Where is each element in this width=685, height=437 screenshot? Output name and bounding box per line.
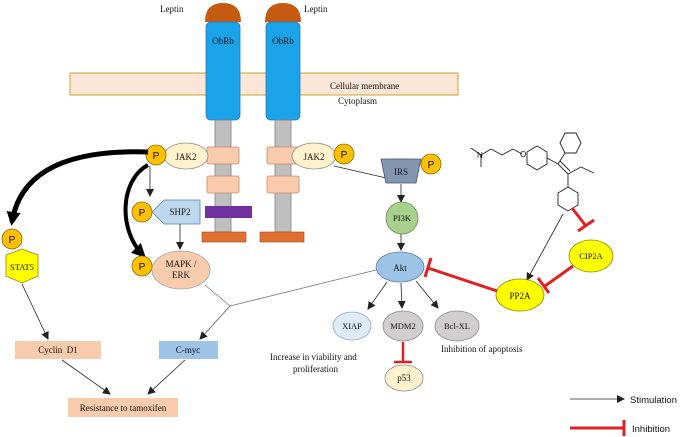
- viability-text-line1: Increase in viability and: [270, 352, 357, 362]
- phospho-irs: [420, 153, 442, 175]
- inhibit-bar-pp2a: [536, 277, 551, 294]
- phospho-label-1: P: [153, 151, 160, 162]
- leptin-left-label: Leptin: [160, 4, 184, 14]
- pi3k-node: [385, 201, 419, 235]
- mapk-label-line2: ERK: [172, 270, 191, 280]
- irs-label: IRS: [394, 167, 408, 177]
- inhibit-tamoxifen-to-cip2a: [570, 207, 588, 227]
- akt-node: [375, 251, 425, 283]
- arrow-akt-to-xiap: [367, 281, 388, 310]
- arrow-stat5-to-cyclin: [21, 283, 49, 340]
- phospho-mapk: [131, 255, 153, 277]
- pp2a-label: PP2A: [509, 291, 531, 301]
- resistance-box: [68, 398, 178, 417]
- cyclin-d1-box: [15, 341, 101, 359]
- arrow-cyclin-to-resistance: [61, 359, 111, 395]
- cip2a-node: [568, 239, 614, 273]
- arrow-tamoxifen-to-pp2a: [526, 213, 564, 281]
- jak2-right-label: JAK2: [303, 152, 324, 162]
- arrow-jak2-to-stat5: [6, 149, 149, 226]
- phospho-stat5: [1, 228, 23, 250]
- akt-label: Akt: [393, 263, 407, 273]
- cellular-membrane: [69, 72, 459, 96]
- tamoxifen-n-atom: N: [477, 151, 483, 160]
- inhibit-bar-cip2a: [577, 218, 595, 233]
- receptor-left: Leptin ObRb: [160, 3, 247, 243]
- viability-text-line2: proliferation: [293, 364, 338, 374]
- tamoxifen-o-atom: O: [520, 150, 526, 159]
- legend-stimulation-label: Stimulation: [630, 395, 677, 406]
- shp2-label: SHP2: [169, 207, 190, 217]
- obrb-left-label: ObRb: [212, 36, 234, 46]
- irs-node: [380, 158, 422, 184]
- domain-left-1: [206, 146, 240, 165]
- stat5-node: [5, 248, 39, 284]
- arrow-junction-to-cmyc: [199, 305, 231, 340]
- domain-left-2: [206, 175, 240, 194]
- shp2-node: [151, 199, 201, 225]
- mapk-label-line1: MAPK /: [166, 259, 197, 269]
- obrb-right-label: ObRb: [272, 36, 294, 46]
- base-left: [201, 231, 247, 243]
- p53-label: p53: [397, 373, 411, 383]
- cip2a-label: CIP2A: [579, 251, 603, 261]
- inhibit-cip2a-to-pp2a: [544, 264, 574, 288]
- leptin-right-label: Leptin: [304, 4, 328, 14]
- p53-node: [384, 364, 424, 392]
- c-myc-box: [159, 341, 218, 359]
- phospho-label-6: P: [428, 160, 435, 171]
- arrow-jak2-to-mapk: [123, 163, 150, 258]
- phospho-jak2-right: [333, 143, 355, 165]
- mdm2-label: MDM2: [390, 321, 416, 331]
- arrow-cmyc-to-resistance: [147, 359, 186, 395]
- inhibit-bar-akt: [423, 257, 433, 278]
- inhibit-pp2a-to-akt: [427, 266, 498, 293]
- leptin-right: [265, 3, 301, 22]
- phospho-label-3: P: [139, 208, 146, 219]
- c-myc-label: C-myc: [176, 345, 201, 355]
- leptin-left: [205, 3, 241, 22]
- jak2-left-label: JAK2: [175, 152, 196, 162]
- resistance-label: Resistance to tamoxifen: [80, 403, 167, 413]
- phospho-label-4: P: [9, 235, 16, 246]
- cytoplasm-label: Cytoplasm: [338, 96, 377, 106]
- line-mapk-to-junction: [204, 284, 231, 307]
- stat5-label: STAT5: [10, 262, 34, 272]
- arrow-akt-to-mdm2: [397, 282, 406, 309]
- bclxl-label: Bcl-XL: [444, 321, 470, 331]
- domain-right-2: [266, 175, 300, 194]
- apoptosis-text: Inhibition of apoptosis: [441, 344, 523, 354]
- tamoxifen-structure: [470, 132, 595, 212]
- phospho-jak2-left: [145, 144, 167, 166]
- xiap-node: [332, 311, 372, 341]
- pp2a-node: [495, 278, 545, 312]
- mdm2-node: [382, 310, 424, 342]
- pi3k-label: PI3K: [393, 213, 412, 223]
- legend-inhibition-label: Inhibition: [632, 424, 670, 435]
- receptor-right: Leptin ObRb: [259, 3, 328, 243]
- cyclin-d1-label: Cyclin D1: [38, 345, 78, 355]
- mapk-erk-node: [151, 250, 211, 290]
- purple-bar: [205, 206, 252, 218]
- phospho-label-2: P: [341, 150, 348, 161]
- phospho-label-5: P: [139, 262, 146, 273]
- xiap-label: XIAP: [342, 321, 362, 331]
- membrane-label: Cellular membrane: [330, 81, 399, 91]
- line-akt-to-junction: [229, 269, 377, 307]
- base-right: [259, 231, 305, 243]
- arrow-akt-to-bclxl: [415, 280, 439, 309]
- bclxl-node: [434, 310, 480, 342]
